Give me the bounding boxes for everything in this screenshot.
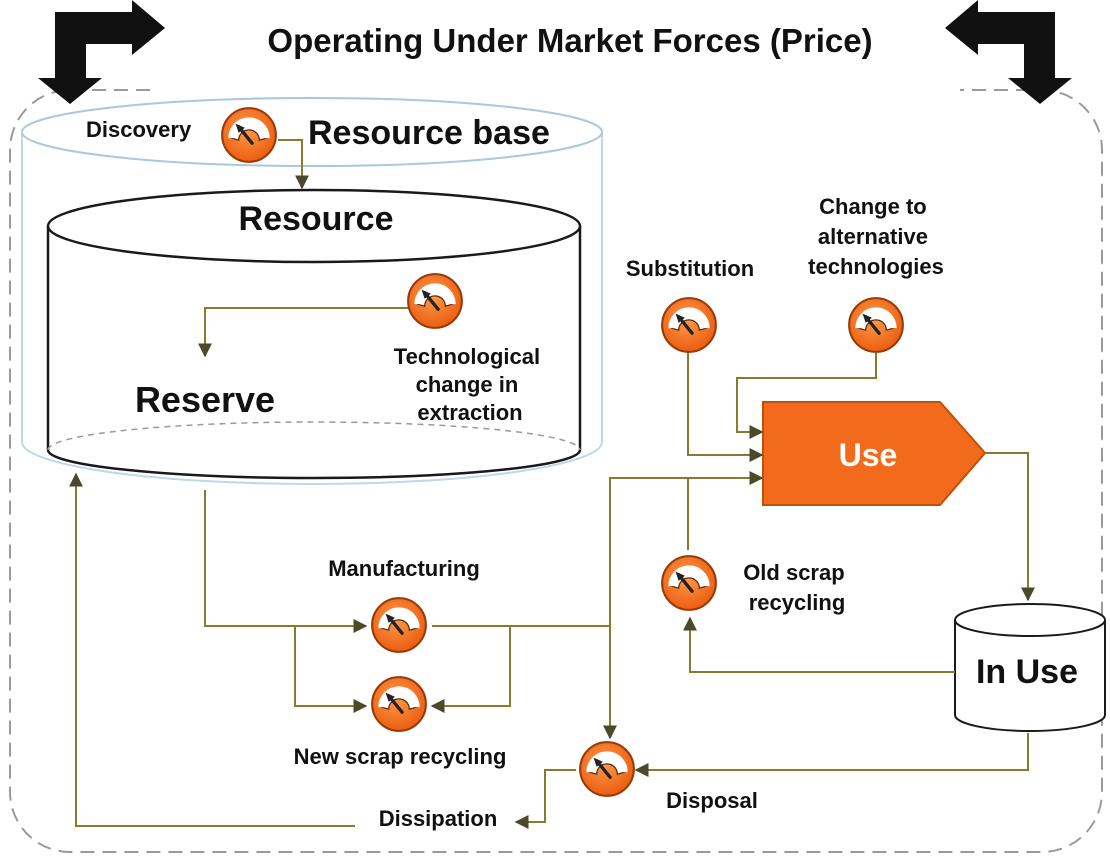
flow-manufacturing-to-use (609, 471, 764, 626)
discovery-gauge-icon (222, 108, 276, 162)
disposal-label: Disposal (666, 788, 758, 813)
disposal-gauge-icon (580, 742, 634, 796)
use-label: Use (839, 437, 898, 473)
new-scrap-gauge-icon (372, 677, 426, 731)
alt-tech-label: Change to alternative technologies (808, 194, 944, 279)
resource-base-label: Resource base (308, 114, 550, 152)
flow-inuse-to-disposal (634, 733, 1029, 777)
discovery-label: Discovery (86, 117, 192, 142)
substitution-gauge-icon (662, 298, 716, 352)
use-process-box (762, 401, 987, 506)
in-use-cylinder (954, 603, 1106, 732)
alt-tech-gauge-icon (849, 298, 903, 352)
tech-change-gauge-icon (408, 274, 462, 328)
flow-alttech-to-use (736, 352, 877, 439)
resource-label: Resource (239, 200, 394, 238)
flow-dissipation-to-resource (69, 472, 355, 827)
reserve-label: Reserve (135, 379, 275, 420)
market-arrow-left-icon (38, 0, 165, 104)
tech-change-label: Technological change in extraction (394, 344, 546, 425)
flow-disposal-to-dissipation (514, 769, 576, 829)
flow-new-scrap-loop-right (430, 626, 511, 713)
resource-cylinder (46, 188, 582, 480)
market-arrow-right-icon (945, 0, 1072, 104)
diagram-title: Operating Under Market Forces (Price) (267, 22, 872, 59)
flow-reserve-to-manufacturing (204, 490, 368, 633)
flow-discovery-to-resource (278, 139, 309, 190)
old-scrap-label: Old scrap recycling (743, 560, 851, 615)
flow-use-to-inuse (986, 452, 1035, 602)
flow-tech-to-reserve (198, 307, 410, 358)
flow-new-scrap-loop-left (294, 626, 368, 713)
substitution-label: Substitution (626, 256, 754, 281)
new-scrap-label: New scrap recycling (294, 744, 507, 769)
manufacturing-gauge-icon (372, 598, 426, 652)
flow-inuse-to-oldscrap (683, 616, 955, 673)
flow-substitution-to-use (687, 352, 764, 462)
manufacturing-label: Manufacturing (328, 556, 480, 581)
dissipation-label: Dissipation (379, 806, 498, 831)
old-scrap-gauge-icon (662, 556, 716, 610)
in-use-label: In Use (976, 653, 1078, 691)
